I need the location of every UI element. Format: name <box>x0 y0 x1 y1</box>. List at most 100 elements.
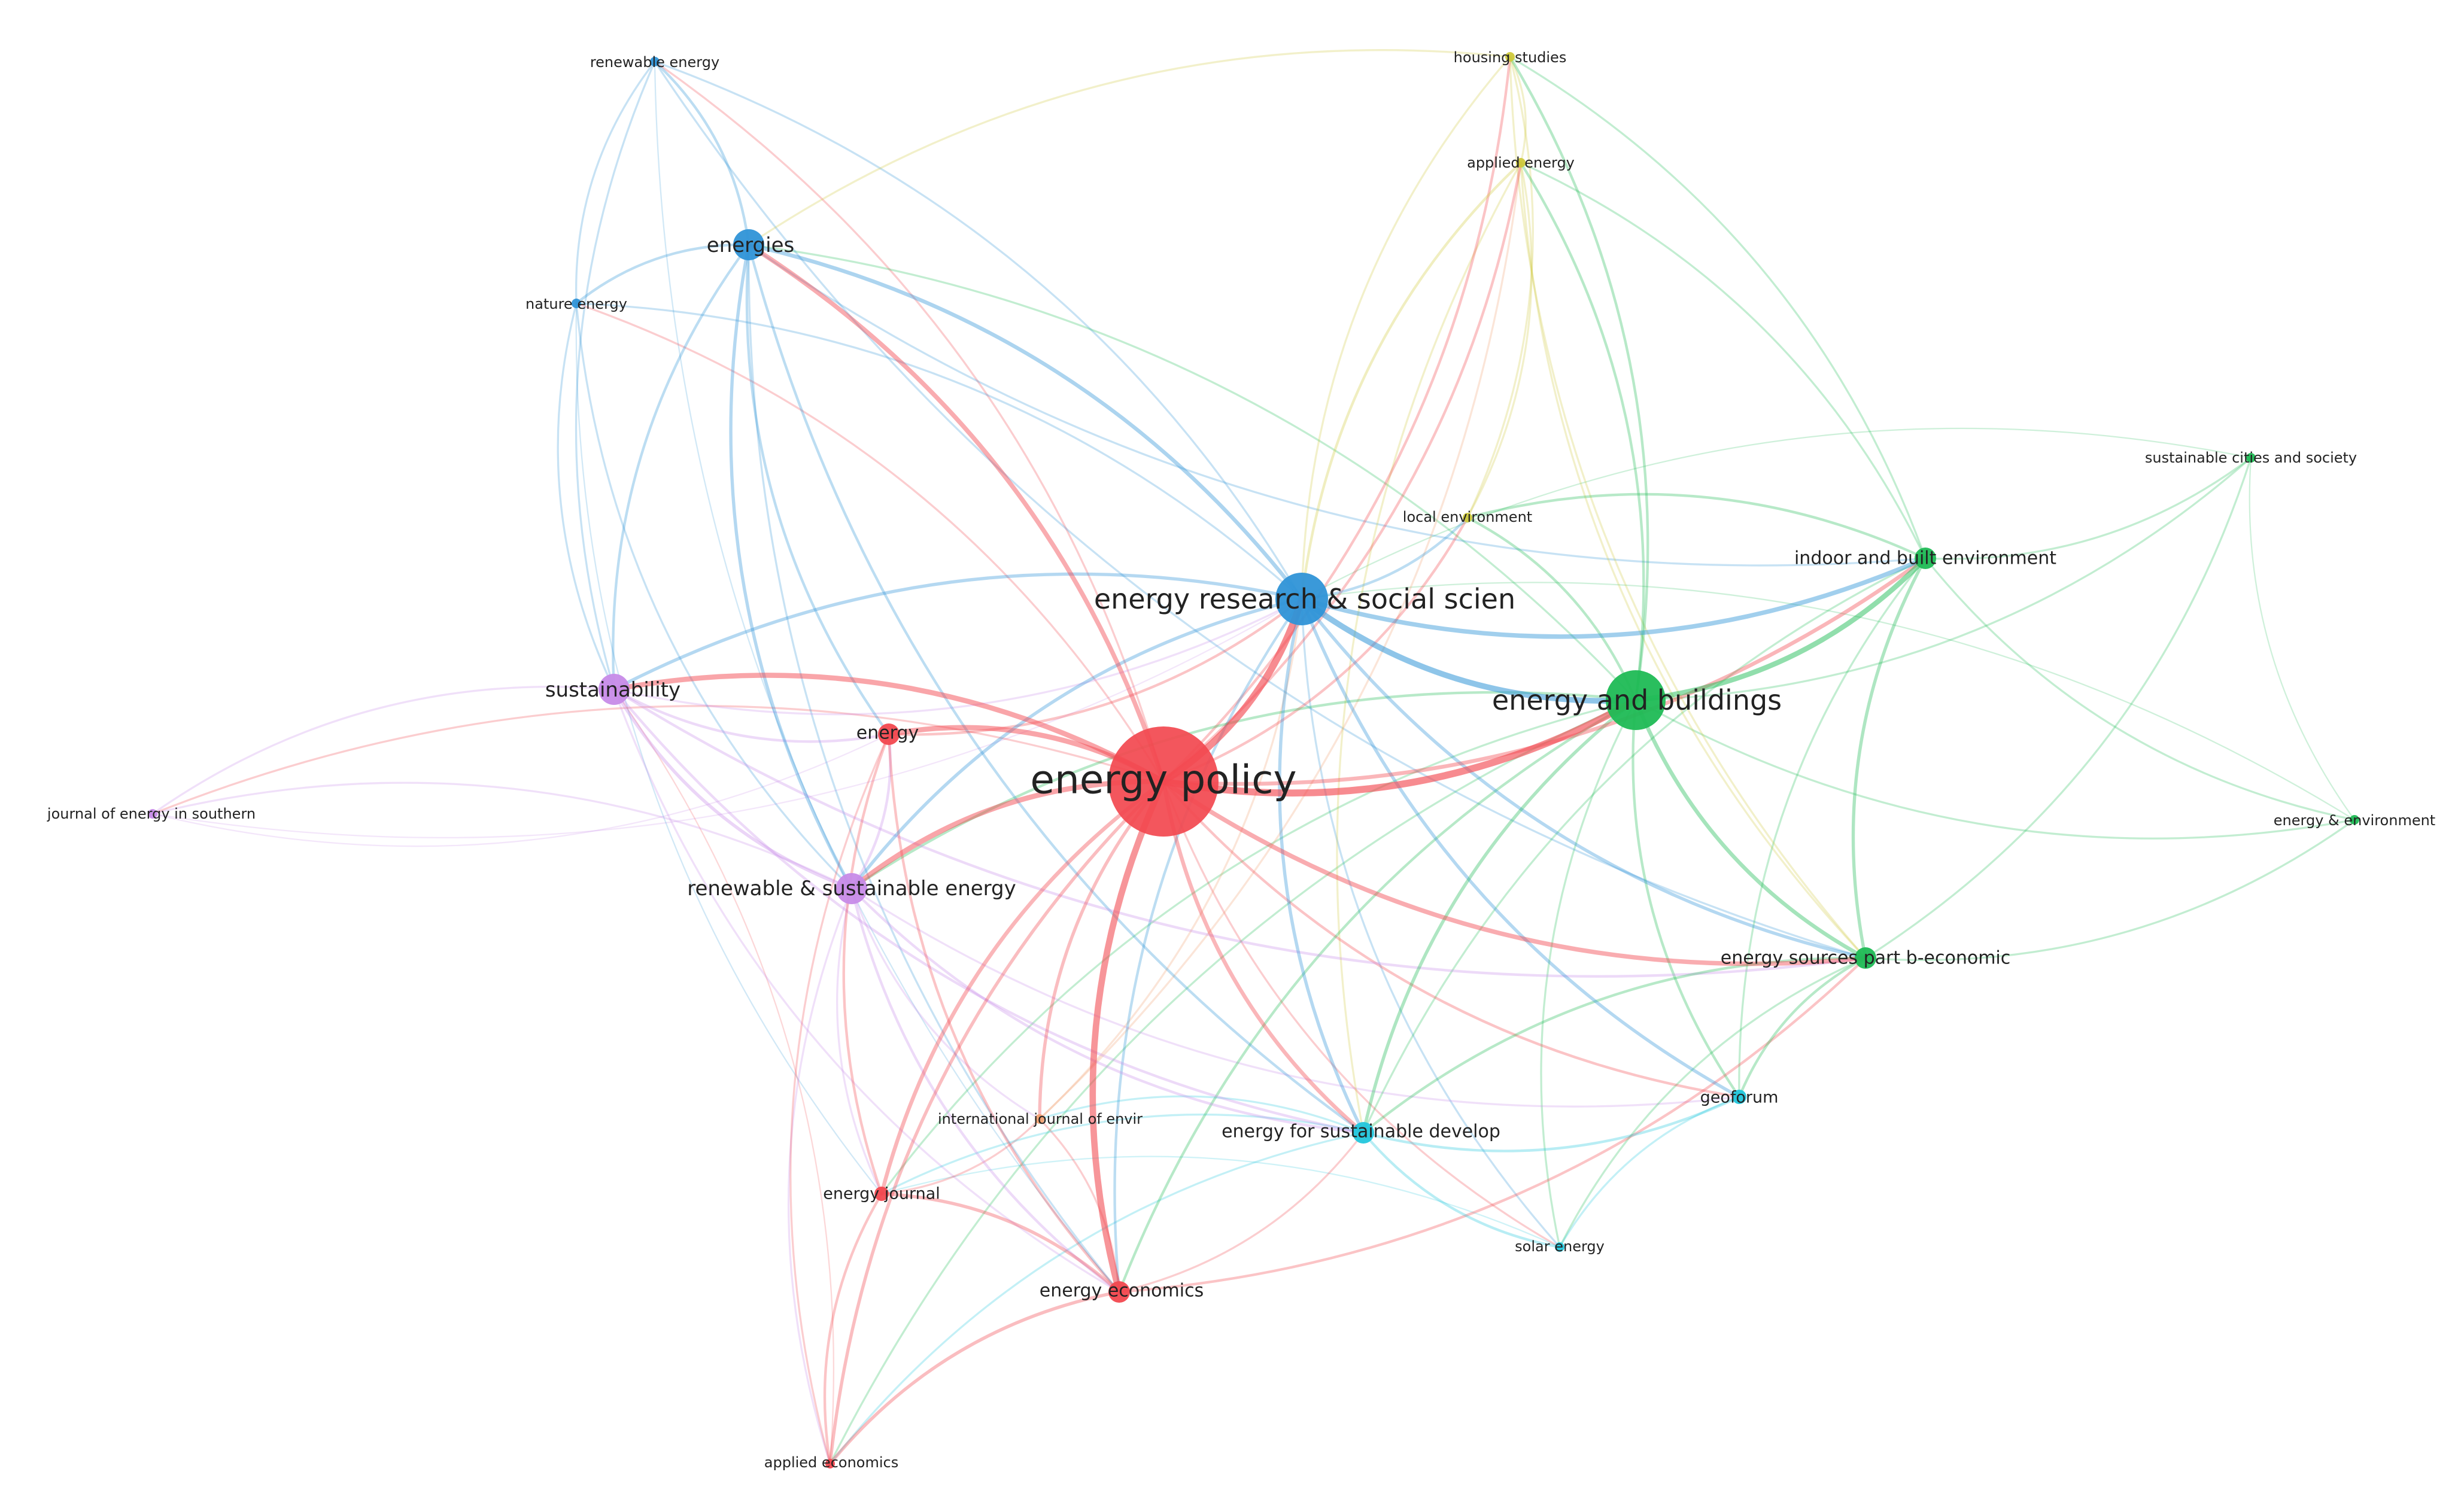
label-sustainability: sustainability <box>545 678 680 702</box>
link-energy-policy-to-journal-energy-southern <box>151 705 1165 815</box>
link-energy-policy-to-geoforum <box>1162 780 1741 1099</box>
node-energy-and-buildings[interactable] <box>1606 670 1666 730</box>
link-energy-policy-to-energies <box>746 242 1166 784</box>
node-solar-energy[interactable] <box>1555 1242 1564 1252</box>
link-energy-journal-to-applied-economics <box>823 1192 883 1465</box>
link-energy-economics-to-applied-economics <box>828 1290 1121 1465</box>
link-renewable-sustainable-to-energy-economics <box>850 887 1121 1294</box>
link-renewable-sustainable-to-geoforum <box>850 887 1740 1108</box>
node-housing-studies[interactable] <box>1505 52 1515 62</box>
link-sustainability-to-energy-sustainable-develop <box>612 688 1365 1135</box>
link-journal-energy-southern-to-energy <box>151 733 890 847</box>
link-indoor-built-to-energy-environment <box>1924 557 2356 821</box>
link-renewable-sustainable-to-journal-energy-southern <box>151 782 853 890</box>
link-energy-research-social-to-solar-energy <box>1301 598 1561 1248</box>
link-energies-to-renewable-energy <box>653 60 751 247</box>
node-renewable-sustainable[interactable] <box>836 873 867 904</box>
link-energy-and-buildings-to-energy-environment <box>1634 699 2356 840</box>
label-energy-research-social: energy research & social scien <box>1094 583 1515 615</box>
link-energy-research-social-to-indoor-built <box>1299 556 1928 639</box>
link-energy-and-buildings-to-energies <box>748 244 1637 701</box>
link-energies-to-energy-economics <box>748 244 1120 1293</box>
link-energy-research-social-to-energy-and-buildings <box>1299 596 1639 704</box>
node-energy-policy[interactable] <box>1108 726 1219 837</box>
link-international-journal-envir-to-applied-energy <box>1038 162 1522 1120</box>
link-energy-research-social-to-nature-energy <box>575 302 1303 600</box>
node-energy[interactable] <box>878 723 900 745</box>
link-indoor-built-to-energy-sustainable-develop <box>1362 557 1927 1134</box>
label-energy-policy: energy policy <box>1030 757 1296 803</box>
link-renewable-sustainable-to-international-journal-envir <box>850 887 1041 1120</box>
link-renewable-sustainable-to-energy-journal <box>836 887 883 1195</box>
node-energy-sources-b[interactable] <box>1855 947 1876 969</box>
link-energy-policy-to-applied-economics <box>828 780 1165 1465</box>
node-nature-energy[interactable] <box>572 299 581 308</box>
node-energy-journal[interactable] <box>874 1187 889 1201</box>
link-energy-and-buildings-to-energy-sustainable-develop <box>1362 698 1637 1135</box>
label-nature-energy: nature energy <box>525 296 627 312</box>
link-sustainable-cities-to-energy-research-social <box>1301 427 2252 600</box>
label-journal-energy-southern: journal of energy in southern <box>47 805 256 822</box>
label-energy-environment: energy & environment <box>2274 812 2435 829</box>
label-energy: energy <box>856 723 919 744</box>
node-indoor-built[interactable] <box>1915 548 1936 569</box>
link-energies-to-sustainability <box>612 243 751 691</box>
link-energy-policy-to-housing-studies <box>1162 55 1512 783</box>
link-energy-sustainable-develop-to-international-journal-envir <box>1038 1095 1365 1134</box>
node-applied-economics[interactable] <box>825 1459 835 1468</box>
node-applied-energy[interactable] <box>1516 158 1526 168</box>
node-energy-research-social[interactable] <box>1275 573 1328 625</box>
link-housing-studies-to-energy-sources-b <box>1509 56 1867 959</box>
link-journal-energy-southern-to-energy-research-social <box>151 598 1303 839</box>
link-energy-and-buildings-to-geoforum <box>1631 698 1741 1099</box>
link-energy-sources-b-to-geoforum <box>1737 956 1867 1099</box>
link-energies-to-renewable-sustainable <box>729 243 853 890</box>
link-energy-to-applied-economics <box>789 733 890 1465</box>
link-geoforum-to-solar-energy <box>1558 1096 1740 1248</box>
link-energy-policy-to-renewable-energy <box>654 60 1165 783</box>
link-energy-and-buildings-to-housing-studies <box>1508 55 1649 702</box>
link-energy-sustainable-develop-to-solar-energy <box>1362 1131 1561 1249</box>
link-housing-studies-to-energy-research-social <box>1301 56 1511 600</box>
link-energy-policy-to-energy-and-buildings <box>1160 697 1639 797</box>
label-energy-sustainable-develop: energy for sustainable develop <box>1222 1121 1500 1142</box>
node-energy-environment[interactable] <box>2350 815 2359 825</box>
link-energy-sources-b-to-sustainable-cities <box>1864 457 2252 959</box>
node-local-environment[interactable] <box>1463 513 1472 522</box>
link-energy-and-buildings-to-energy-journal <box>880 699 1637 1195</box>
link-energy-policy-to-sustainability <box>611 673 1166 784</box>
link-energies-to-indoor-built <box>748 244 1927 567</box>
link-energy-policy-to-solar-energy <box>1162 780 1561 1248</box>
label-solar-energy: solar energy <box>1515 1238 1605 1255</box>
link-local-environment-to-applied-energy <box>1466 162 1533 519</box>
link-energy-to-energy-economics <box>887 732 1121 1294</box>
link-sustainability-to-energy-economics <box>613 688 1120 1293</box>
link-energy-and-buildings-to-local-environment <box>1466 516 1637 702</box>
link-solar-energy-to-energy-journal <box>880 1156 1561 1248</box>
link-applied-economics-to-sustainability <box>613 688 834 1465</box>
link-sustainability-to-energy <box>612 688 891 743</box>
link-renewable-sustainable-to-energy <box>850 732 892 890</box>
link-applied-energy-to-housing-studies <box>1509 56 1527 164</box>
link-nature-energy-to-renewable-sustainable <box>575 302 853 890</box>
link-energy-policy-to-energy-sources-b <box>1161 779 1868 966</box>
link-applied-energy-to-energy-sources-b <box>1520 162 1867 959</box>
node-geoforum[interactable] <box>1732 1090 1746 1104</box>
link-sustainability-to-renewable-sustainable <box>612 688 853 890</box>
node-sustainability[interactable] <box>598 674 630 705</box>
node-energies[interactable] <box>733 229 764 260</box>
node-international-journal-envir[interactable] <box>1035 1114 1044 1124</box>
node-journal-energy-southern[interactable] <box>148 809 157 819</box>
link-energy-research-social-to-renewable-sustainable <box>850 597 1304 890</box>
node-sustainable-cities[interactable] <box>2246 453 2256 463</box>
link-energy-sustainable-develop-to-applied-economics <box>829 1132 1365 1465</box>
link-international-journal-envir-to-energy-research-social <box>1038 598 1303 1120</box>
link-energy-economics-to-energy-sustainable-develop <box>1118 1132 1365 1293</box>
link-energy-research-social-to-energy-sources-b <box>1300 597 1867 960</box>
node-energy-economics[interactable] <box>1108 1281 1130 1303</box>
link-energy-policy-to-energy-journal <box>879 779 1166 1196</box>
node-renewable-energy[interactable] <box>650 57 660 66</box>
link-renewable-energy-to-energy-economics <box>654 60 1120 1293</box>
node-energy-sustainable-develop[interactable] <box>1353 1122 1374 1144</box>
